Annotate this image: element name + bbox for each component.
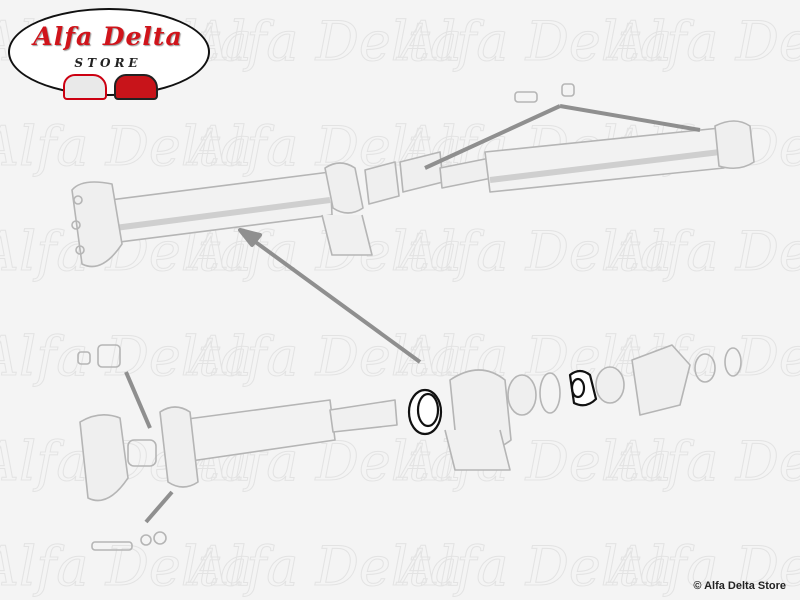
logo-title: Alfa Delta — [33, 22, 183, 51]
pointer-arrows — [124, 104, 701, 524]
upper-shaft-assembly — [71, 83, 755, 268]
alfa-delta-store-logo[interactable]: Alfa Delta STORE — [8, 8, 210, 100]
white-car-icon — [63, 74, 107, 100]
logo-oval — [8, 8, 210, 96]
lower-shaft-parts — [77, 344, 742, 551]
red-car-icon — [114, 74, 158, 100]
logo-subtitle: STORE — [74, 56, 142, 70]
highlighted-flange-nut — [568, 369, 598, 407]
highlighted-dust-cover — [407, 388, 443, 436]
copyright-notice: © Alfa Delta Store — [693, 580, 786, 592]
